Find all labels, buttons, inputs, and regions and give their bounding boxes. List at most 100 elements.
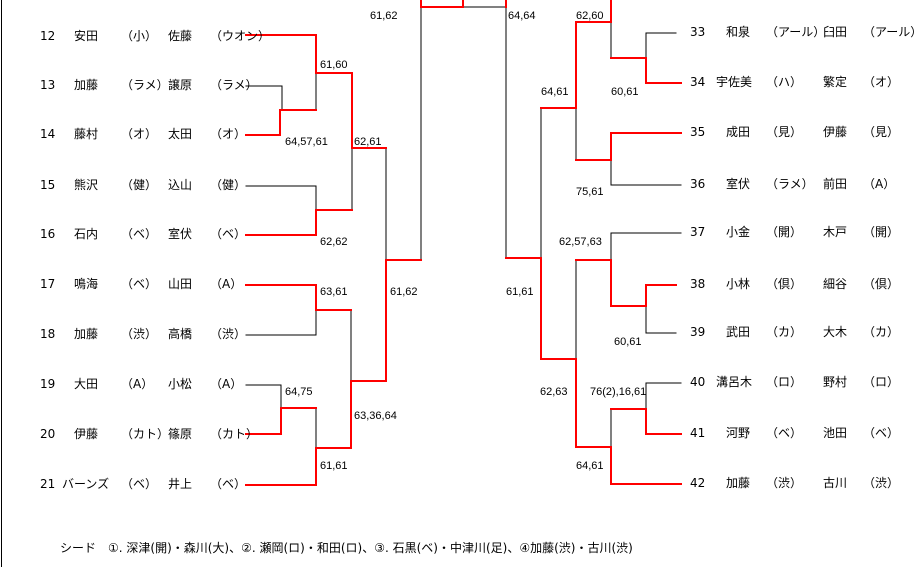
player-name: 細谷 <box>823 277 848 291</box>
player-name: 和泉 <box>726 25 751 39</box>
club-name: （カト） <box>121 427 170 441</box>
club-name: （アール） <box>766 25 826 39</box>
score-label: 61,60 <box>320 59 348 71</box>
club-name: （渋） <box>766 476 803 490</box>
player-name: 臼田 <box>823 25 848 39</box>
entry-number: 18 <box>40 327 56 341</box>
player-name: 溝呂木 <box>716 375 753 389</box>
entry-number: 17 <box>40 277 56 291</box>
club-name: （ベ） <box>210 477 247 491</box>
club-name: （健） <box>121 178 158 192</box>
player-name: 小松 <box>168 377 193 391</box>
player-name: 鳴海 <box>74 277 99 291</box>
club-name: （ベ） <box>863 426 900 440</box>
player-name: 野村 <box>823 375 848 389</box>
entry-number: 33 <box>690 25 706 39</box>
player-name: 繁定 <box>823 75 848 89</box>
club-name: （ラメ） <box>766 177 814 191</box>
entry-number: 16 <box>40 227 56 241</box>
club-name: （ロ） <box>863 375 900 389</box>
club-name: （カ） <box>766 325 803 339</box>
player-name: 伊藤 <box>823 125 848 139</box>
entry-number: 14 <box>40 127 56 141</box>
club-name: （渋） <box>121 327 158 341</box>
score-label: 64,61 <box>541 86 569 98</box>
player-name: 太田 <box>168 127 193 141</box>
entry-number: 41 <box>690 426 706 440</box>
club-name: （カト） <box>210 427 259 441</box>
entry-number: 19 <box>40 377 56 391</box>
score-label: 62,57,63 <box>559 236 602 248</box>
player-name: 加藤 <box>726 476 751 490</box>
club-name: （渋） <box>210 327 247 341</box>
entry-number: 38 <box>690 277 706 291</box>
club-name: （A） <box>121 377 154 391</box>
score-label: 62,62 <box>320 236 348 248</box>
club-name: （ベ） <box>210 227 247 241</box>
seeds-note: シード ①. 深津(開)・森川(大)、②. 瀬岡(ロ)・和田(ロ)、③. 石黒(… <box>60 541 633 555</box>
club-name: （ハ） <box>766 75 803 89</box>
club-name: （ベ） <box>121 277 158 291</box>
player-name: 加藤 <box>74 78 99 92</box>
player-name: 高橋 <box>168 327 193 341</box>
score-label: 62,61 <box>354 136 382 148</box>
player-name: 安田 <box>74 29 99 43</box>
club-name: （渋） <box>863 476 900 490</box>
player-name: 伊藤 <box>74 427 99 441</box>
score-label: 63,36,64 <box>354 410 397 422</box>
player-name: 武田 <box>726 325 751 339</box>
club-name: （見） <box>863 125 900 139</box>
entry-number: 39 <box>690 325 706 339</box>
player-name: バーンズ <box>62 477 110 491</box>
club-name: （オ） <box>210 127 247 141</box>
player-name: 熊沢 <box>74 178 99 192</box>
club-name: （A） <box>210 377 243 391</box>
entry-number: 36 <box>690 177 706 191</box>
club-name: （見） <box>766 125 803 139</box>
score-label: 61,61 <box>320 460 348 472</box>
player-name: 宇佐美 <box>716 75 753 89</box>
score-label: 64,64 <box>508 10 536 22</box>
club-name: （A） <box>210 277 243 291</box>
player-name: 加藤 <box>74 327 99 341</box>
club-name: （開） <box>863 225 900 239</box>
player-name: 古川 <box>823 476 848 490</box>
score-label: 63,61 <box>320 286 348 298</box>
player-name: 木戸 <box>823 225 848 239</box>
player-name: 池田 <box>823 426 848 440</box>
player-name: 河野 <box>726 426 751 440</box>
player-name: 藤村 <box>74 127 99 141</box>
player-name: 大木 <box>823 325 848 339</box>
player-name: 小金 <box>726 225 751 239</box>
player-name: 成田 <box>726 125 751 139</box>
club-name: （倶） <box>863 277 900 291</box>
score-label: 64,61 <box>576 460 604 472</box>
club-name: （健） <box>210 178 247 192</box>
player-name: 室伏 <box>168 227 193 241</box>
score-label: 60,61 <box>614 336 642 348</box>
club-name: （ベ） <box>766 426 803 440</box>
player-name: 佐藤 <box>168 29 193 43</box>
entry-number: 15 <box>40 178 56 192</box>
player-name: 前田 <box>823 177 848 191</box>
score-label: 61,62 <box>390 286 418 298</box>
club-name: （開） <box>766 225 803 239</box>
club-name: （ウオン） <box>210 29 271 43</box>
club-name: （アール） <box>863 25 916 39</box>
player-name: 込山 <box>168 178 193 192</box>
player-name: 篠原 <box>168 427 193 441</box>
club-name: （ベ） <box>121 227 158 241</box>
page-border <box>1 0 2 567</box>
entry-number: 37 <box>690 225 706 239</box>
score-label: 64,75 <box>285 386 313 398</box>
club-name: （オ） <box>863 75 900 89</box>
club-name: （オ） <box>121 127 158 141</box>
entry-number: 12 <box>40 29 56 43</box>
club-name: （カ） <box>863 325 900 339</box>
entry-number: 20 <box>40 427 56 441</box>
score-label: 62,60 <box>576 10 604 22</box>
player-name: 石内 <box>74 227 99 241</box>
player-name: 山田 <box>168 277 193 291</box>
entry-number: 34 <box>690 75 706 89</box>
